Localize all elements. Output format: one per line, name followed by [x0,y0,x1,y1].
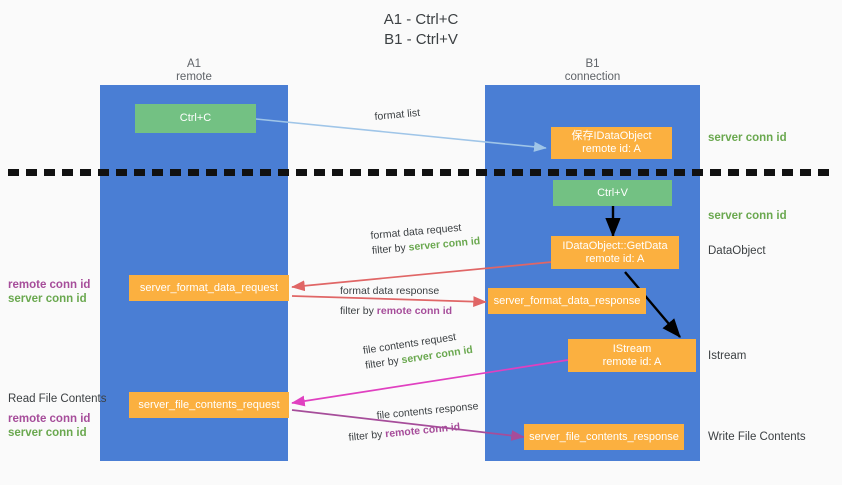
label-server-conn-id-lower: server conn id [8,427,87,439]
node-save-idataobject-line1: 保存IDataObject [571,130,652,142]
phase-divider [8,169,834,176]
label-remote-conn-id-lower: remote conn id [8,413,91,425]
node-ctrl-c-label: Ctrl+C [179,112,212,124]
node-getdata-line2: remote id: A [585,252,645,265]
edge-label-file-contents-request: file contents request filter by server c… [362,328,474,374]
label-dataobject: DataObject [708,245,766,257]
label-server-conn-id-upper: server conn id [8,293,87,305]
edge-format-data-response-text: format data response [340,285,440,297]
node-idataobject-getdata[interactable]: IDataObject::GetData remote id: A [551,236,679,269]
column-b1-role: connection [564,71,621,83]
node-server-format-data-request-label: server_format_data_request [139,281,279,294]
page-title: A1 - Ctrl+C B1 - Ctrl+V [0,10,842,50]
label-remote-conn-id-upper: remote conn id [8,279,91,291]
edge-file-contents-request-filter-prefix: filter by [364,354,403,372]
node-server-file-contents-request[interactable]: server_file_contents_request [129,392,289,418]
node-save-idataobject-line2: remote id: A [582,143,641,155]
node-getdata-line1: IDataObject::GetData [562,239,668,252]
column-a1-role: remote [176,71,212,83]
node-server-format-data-request[interactable]: server_format_data_request [129,275,289,301]
edge-label-file-contents-response: file contents response filter by remote … [348,399,481,444]
label-write-file-contents: Write File Contents [708,431,806,443]
node-server-file-contents-response[interactable]: server_file_contents_response [524,424,684,450]
title-line-1: A1 - Ctrl+C [383,11,459,28]
column-a1-name: A1 [186,58,202,70]
node-save-idataobject[interactable]: 保存IDataObject remote id: A [551,127,672,159]
edge-file-contents-response-filter-value: remote conn id [384,421,461,441]
label-read-file-contents: Read File Contents [8,393,107,405]
column-b1-name: B1 [585,58,600,70]
edge-format-data-request-filter-prefix: filter by [371,241,410,257]
label-server-conn-id-mid: server conn id [708,210,787,222]
node-istream-line2: remote id: A [602,355,662,368]
edge-label-format-list: format list [374,106,421,125]
node-server-file-contents-response-label: server_file_contents_response [529,430,679,443]
column-header-a1: A1 remote [100,58,288,84]
edge-label-format-data-response: format data response filter by remote co… [340,284,452,319]
label-istream: Istream [708,350,747,362]
node-ctrl-v[interactable]: Ctrl+V [553,180,672,206]
edge-file-contents-response-filter-prefix: filter by [348,428,386,444]
node-ctrl-v-label: Ctrl+V [597,186,628,199]
node-server-format-data-response-label: server_format_data_response [493,294,641,307]
label-server-conn-id-top: server conn id [708,132,787,144]
title-line-2: B1 - Ctrl+V [384,31,458,48]
node-server-file-contents-request-label: server_file_contents_request [138,398,280,411]
node-ctrl-c[interactable]: Ctrl+C [135,104,256,133]
node-istream[interactable]: IStream remote id: A [568,339,696,372]
edge-format-data-response-filter-value: remote conn id [376,305,453,317]
column-header-b1: B1 connection [485,58,700,84]
edge-format-data-response-filter-prefix: filter by [340,305,377,317]
edge-label-format-data-request: format data request filter by server con… [370,219,481,259]
node-istream-line1: IStream [612,342,652,355]
edge-format-list-text: format list [374,106,421,123]
node-server-format-data-response[interactable]: server_format_data_response [488,288,646,314]
